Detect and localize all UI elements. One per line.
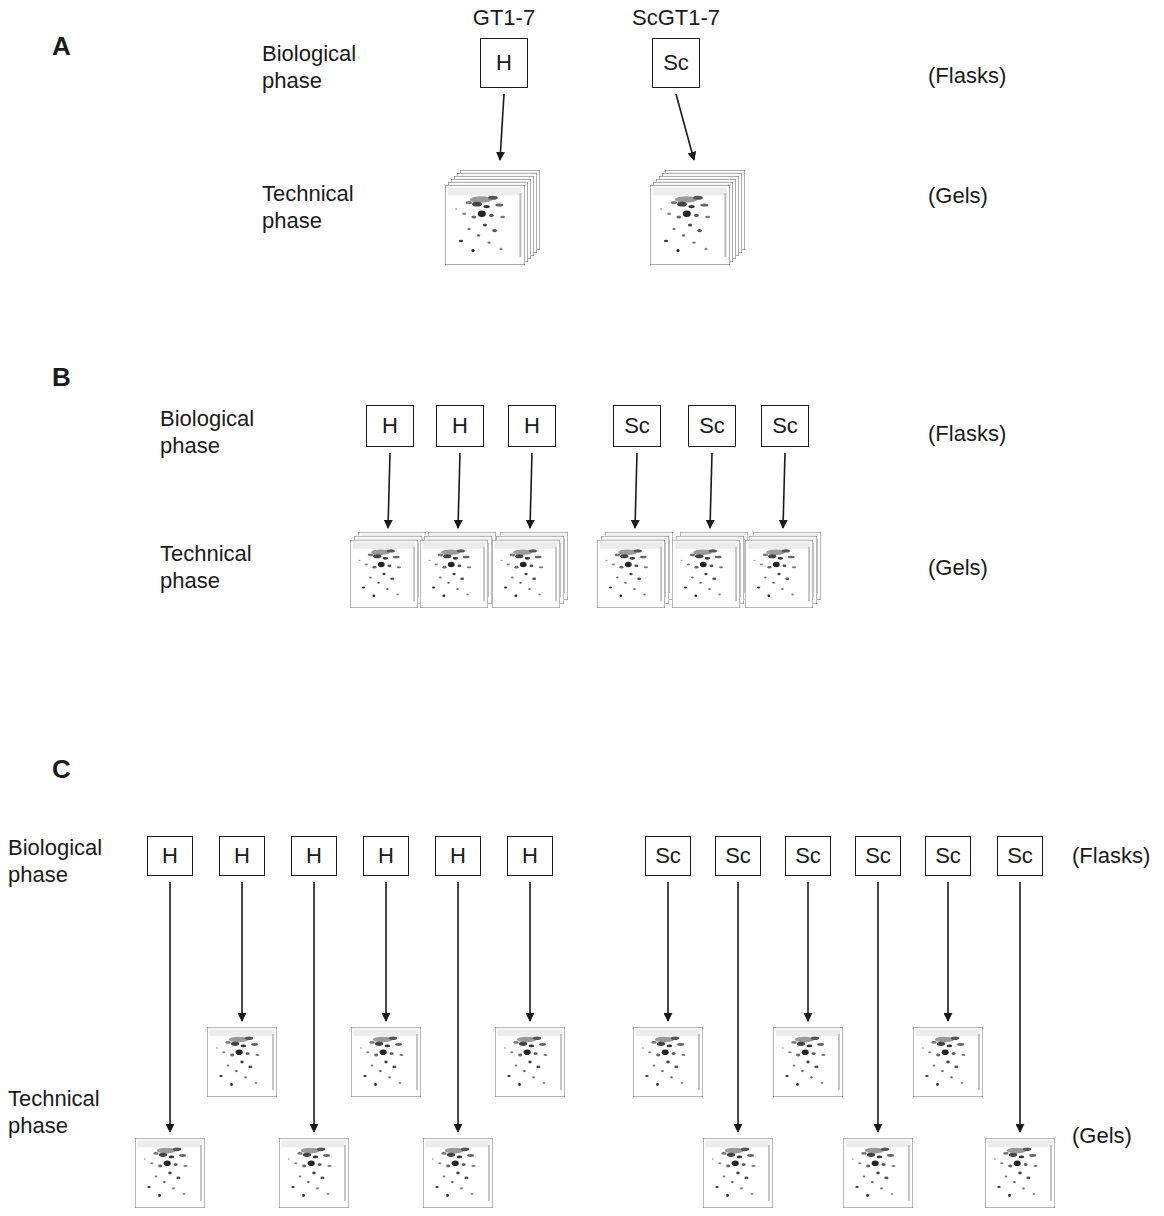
row-label: Biological phase — [8, 834, 128, 888]
flask-label: H — [496, 50, 512, 76]
flask-label: H — [162, 843, 178, 869]
flask-label: H — [450, 843, 466, 869]
flask-label: Sc — [663, 50, 689, 76]
gel-image — [597, 540, 665, 608]
gel-image — [135, 1138, 205, 1208]
flask-box: H — [366, 405, 414, 447]
gel-image — [423, 1138, 493, 1208]
flask-label: Sc — [699, 413, 725, 439]
gel-image — [703, 1138, 773, 1208]
flask-label: H — [382, 413, 398, 439]
row-label: (Flasks) — [928, 62, 1006, 89]
flask-label: H — [234, 843, 250, 869]
arrow — [385, 882, 387, 1021]
gel-image — [633, 1027, 703, 1097]
gel-image — [672, 540, 740, 608]
flask-label: Sc — [1007, 843, 1033, 869]
gel-image — [913, 1027, 983, 1097]
panel-letter: B — [52, 364, 71, 391]
arrow — [877, 882, 879, 1132]
flask-box: H — [219, 836, 265, 876]
flask-box: Sc — [925, 836, 971, 876]
row-label: Biological phase — [262, 40, 382, 94]
cell-line-heading: ScGT1-7 — [632, 5, 720, 31]
flask-box: Sc — [761, 405, 809, 447]
arrow — [241, 882, 243, 1021]
flask-box: H — [507, 836, 553, 876]
gel-image — [420, 540, 488, 608]
row-label: (Gels) — [928, 182, 988, 209]
flask-label: H — [378, 843, 394, 869]
gel-image — [495, 1027, 565, 1097]
flask-label: H — [306, 843, 322, 869]
gel-image — [350, 540, 418, 608]
gel-image — [207, 1027, 277, 1097]
panel-letter: A — [52, 33, 71, 60]
row-label: Technical phase — [160, 540, 280, 594]
flask-box: GT1-7H — [480, 38, 528, 88]
cell-line-heading: GT1-7 — [473, 5, 535, 31]
arrow — [676, 94, 694, 160]
flask-box: H — [147, 836, 193, 876]
row-label: (Flasks) — [928, 420, 1006, 447]
arrow — [169, 882, 171, 1132]
gel-image — [492, 540, 560, 608]
row-label: (Gels) — [928, 554, 988, 581]
flask-label: Sc — [655, 843, 681, 869]
flask-box: H — [363, 836, 409, 876]
gel-image — [445, 185, 525, 265]
flask-box: H — [291, 836, 337, 876]
arrow — [530, 453, 532, 528]
flask-box: H — [508, 405, 556, 447]
flask-box: Sc — [715, 836, 761, 876]
flask-label: Sc — [725, 843, 751, 869]
flask-label: Sc — [795, 843, 821, 869]
flask-box: H — [436, 405, 484, 447]
gel-image — [745, 540, 813, 608]
flask-label: Sc — [772, 413, 798, 439]
arrow — [710, 453, 712, 528]
row-label: Technical phase — [262, 180, 382, 234]
flask-label: Sc — [935, 843, 961, 869]
flask-label: H — [524, 413, 540, 439]
flask-box: Sc — [785, 836, 831, 876]
row-label: (Flasks) — [1072, 842, 1150, 869]
gel-image — [279, 1138, 349, 1208]
arrow — [458, 453, 460, 528]
flask-box: Sc — [688, 405, 736, 447]
gel-image — [843, 1138, 913, 1208]
row-label: Biological phase — [160, 405, 280, 459]
flask-box: H — [435, 836, 481, 876]
arrow — [737, 882, 739, 1132]
flask-box: ScGT1-7Sc — [652, 38, 700, 88]
arrow — [457, 882, 459, 1132]
arrow — [1019, 882, 1021, 1132]
flask-box: Sc — [855, 836, 901, 876]
arrow — [529, 882, 531, 1021]
flask-box: Sc — [997, 836, 1043, 876]
gel-image — [985, 1138, 1055, 1208]
arrow — [947, 882, 949, 1021]
flask-box: Sc — [613, 405, 661, 447]
flask-label: H — [452, 413, 468, 439]
arrow — [783, 453, 785, 528]
gel-image — [773, 1027, 843, 1097]
arrow — [807, 882, 809, 1021]
gel-image — [351, 1027, 421, 1097]
row-label: (Gels) — [1072, 1122, 1132, 1149]
arrow — [313, 882, 315, 1132]
flask-box: Sc — [645, 836, 691, 876]
arrow — [635, 453, 637, 528]
gel-image — [650, 185, 730, 265]
flask-label: H — [522, 843, 538, 869]
panel-letter: C — [52, 756, 71, 783]
row-label: Technical phase — [8, 1085, 128, 1139]
arrow — [500, 94, 504, 160]
arrow — [388, 453, 390, 528]
flask-label: Sc — [624, 413, 650, 439]
flask-label: Sc — [865, 843, 891, 869]
arrow — [667, 882, 669, 1021]
